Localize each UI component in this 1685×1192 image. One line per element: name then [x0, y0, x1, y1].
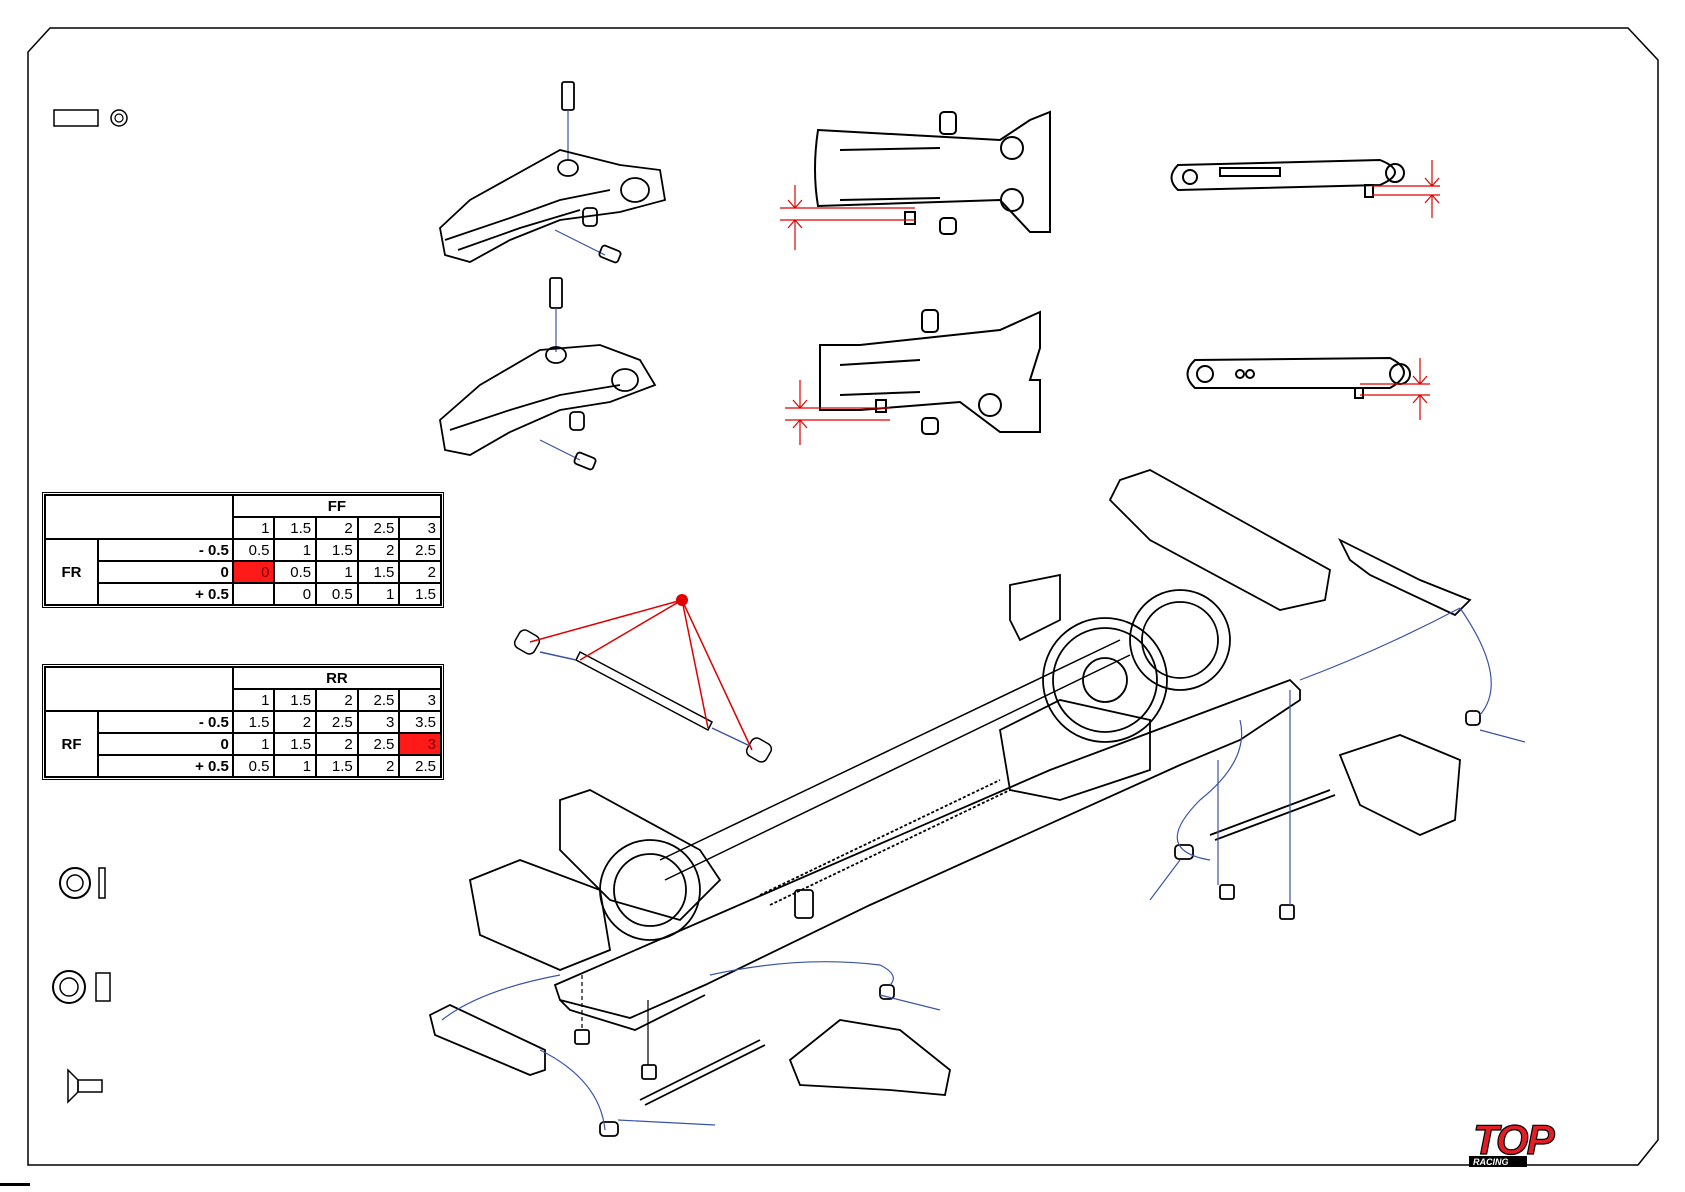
table-row: 0 1 1.5 2 2.5 3 — [45, 733, 441, 755]
table-cell: 2 — [274, 711, 316, 733]
table-cell — [233, 583, 275, 605]
table-cell: 0.5 — [316, 583, 358, 605]
highlighted-cell: 0 — [233, 561, 275, 583]
rear-setup-table: RR 1 1.5 2 2.5 3 RF - 0.5 1.5 2 2.5 3 3.… — [42, 664, 444, 780]
table-cell: 1 — [316, 561, 358, 583]
column-value: 2 — [316, 689, 358, 711]
table-cell: 1.5 — [316, 755, 358, 777]
highlighted-cell: 3 — [399, 733, 441, 755]
table-row: 0 0 0.5 1 1.5 2 — [45, 561, 441, 583]
table-cell: 0 — [274, 583, 316, 605]
column-value: 1 — [233, 689, 275, 711]
chassis-assembly-icon — [430, 470, 1480, 1136]
table-row: + 0.5 0.5 1 1.5 2 2.5 — [45, 755, 441, 777]
row-label: - 0.5 — [98, 539, 233, 561]
table-corner — [45, 667, 233, 711]
table-cell: 2 — [358, 539, 400, 561]
logo-main-text: TOP — [1473, 1116, 1556, 1163]
dimension-marker — [785, 380, 890, 445]
column-value: 3 — [399, 517, 441, 539]
row-group-header: RF — [45, 711, 98, 777]
table-row: + 0.5 0 0.5 1 1.5 — [45, 583, 441, 605]
table-cell: 2.5 — [399, 539, 441, 561]
column-value: 1 — [233, 517, 275, 539]
table-cell: 0.5 — [274, 561, 316, 583]
arm-top-view — [820, 310, 1040, 434]
table-cell: 1.5 — [316, 539, 358, 561]
table-cell: 2.5 — [316, 711, 358, 733]
row-label: 0 — [98, 561, 233, 583]
table-cell: 1.5 — [358, 561, 400, 583]
table-cell: 0.5 — [233, 755, 275, 777]
rear-arm-assembly-icon — [440, 278, 655, 470]
table-cell: 2 — [399, 561, 441, 583]
hinge-pin-diagram — [512, 594, 773, 764]
countersunk-screw-icon — [68, 1070, 102, 1102]
column-group-header: RR — [233, 667, 441, 689]
column-value: 2 — [316, 517, 358, 539]
table-row: RF - 0.5 1.5 2 2.5 3 3.5 — [45, 711, 441, 733]
table-cell: 3 — [358, 711, 400, 733]
logo-sub-text: RACING — [1473, 1157, 1509, 1167]
column-group-header: FF — [233, 495, 441, 517]
table-cell: 1.5 — [233, 711, 275, 733]
table-cell: 0.5 — [233, 539, 275, 561]
table-cell: 2 — [316, 733, 358, 755]
dimension-marker — [780, 185, 915, 250]
front-arm-assembly-icon — [440, 82, 665, 263]
column-value: 1.5 — [274, 689, 316, 711]
table-corner — [45, 495, 233, 539]
row-label: + 0.5 — [98, 583, 233, 605]
large-washer-icon — [60, 868, 105, 898]
table-cell: 1.5 — [274, 733, 316, 755]
table-cell: 1 — [274, 755, 316, 777]
column-value: 3 — [399, 689, 441, 711]
table-cell: 1 — [358, 583, 400, 605]
column-value: 2.5 — [358, 517, 400, 539]
washer-icon — [111, 110, 127, 126]
table-cell: 2.5 — [358, 733, 400, 755]
table-cell: 1.5 — [399, 583, 441, 605]
top-racing-logo: TOP RACING — [1467, 1116, 1575, 1168]
row-label: - 0.5 — [98, 711, 233, 733]
dimension-marker — [1372, 160, 1440, 218]
table-cell: 2 — [358, 755, 400, 777]
row-label: 0 — [98, 733, 233, 755]
arm-side-view — [1172, 160, 1405, 197]
column-value: 2.5 — [358, 689, 400, 711]
table-cell: 3.5 — [399, 711, 441, 733]
large-washer-icon — [53, 971, 110, 1003]
row-group-header: FR — [45, 539, 98, 605]
table-cell: 1 — [233, 733, 275, 755]
table-row: FR - 0.5 0.5 1 1.5 2 2.5 — [45, 539, 441, 561]
spacer-icon — [54, 110, 98, 126]
front-setup-table: FF 1 1.5 2 2.5 3 FR - 0.5 0.5 1 1.5 2 2.… — [42, 492, 444, 608]
row-label: + 0.5 — [98, 755, 233, 777]
column-value: 1.5 — [274, 517, 316, 539]
arm-top-view — [815, 112, 1050, 234]
arm-side-view — [1188, 358, 1411, 398]
table-cell: 1 — [274, 539, 316, 561]
table-cell: 2.5 — [399, 755, 441, 777]
